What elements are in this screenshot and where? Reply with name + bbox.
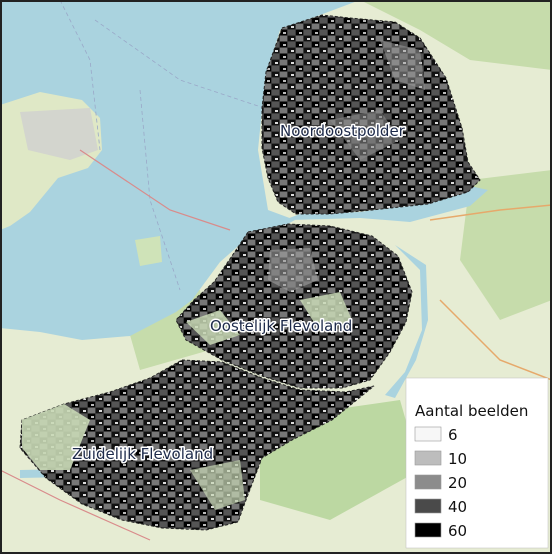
road <box>429 204 552 221</box>
forest-area <box>360 0 552 70</box>
region-label-zuidelijk-flevoland: Zuidelijk Flevoland <box>72 445 213 463</box>
legend: Aantal beelden 6 10 20 40 60 <box>405 377 549 549</box>
parcel-gap <box>380 40 425 90</box>
forest-gap <box>300 292 352 332</box>
legend-swatch <box>414 498 442 514</box>
boundary-line <box>59 0 101 151</box>
lake-water <box>0 0 360 340</box>
island <box>135 236 162 266</box>
parcel-gap <box>268 248 318 292</box>
legend-label: 10 <box>448 450 467 468</box>
legend-items: 6 10 20 40 60 <box>414 426 467 540</box>
urban-area <box>20 108 98 160</box>
legend-label: 60 <box>448 522 467 540</box>
road <box>79 149 231 231</box>
legend-swatch <box>414 450 442 466</box>
legend-swatch <box>414 474 442 490</box>
road <box>439 299 552 381</box>
legend-swatch <box>414 522 442 538</box>
polder-oostelijk-flevoland <box>175 223 413 389</box>
region-label-noordoostpolder: Noordoostpolder <box>280 122 406 140</box>
legend-label: 6 <box>448 426 458 444</box>
forest-gap <box>190 460 245 510</box>
region-label-oostelijk-flevoland: Oostelijk Flevoland <box>210 317 352 335</box>
legend-swatch <box>414 426 442 442</box>
parcel-gap <box>330 110 400 160</box>
legend-label: 20 <box>448 474 467 492</box>
road <box>0 469 151 541</box>
legend-title: Aantal beelden <box>415 402 528 420</box>
forest-gap <box>22 404 90 470</box>
forest-gap <box>186 310 240 345</box>
boundary-line <box>139 89 181 291</box>
legend-label: 40 <box>448 498 467 516</box>
